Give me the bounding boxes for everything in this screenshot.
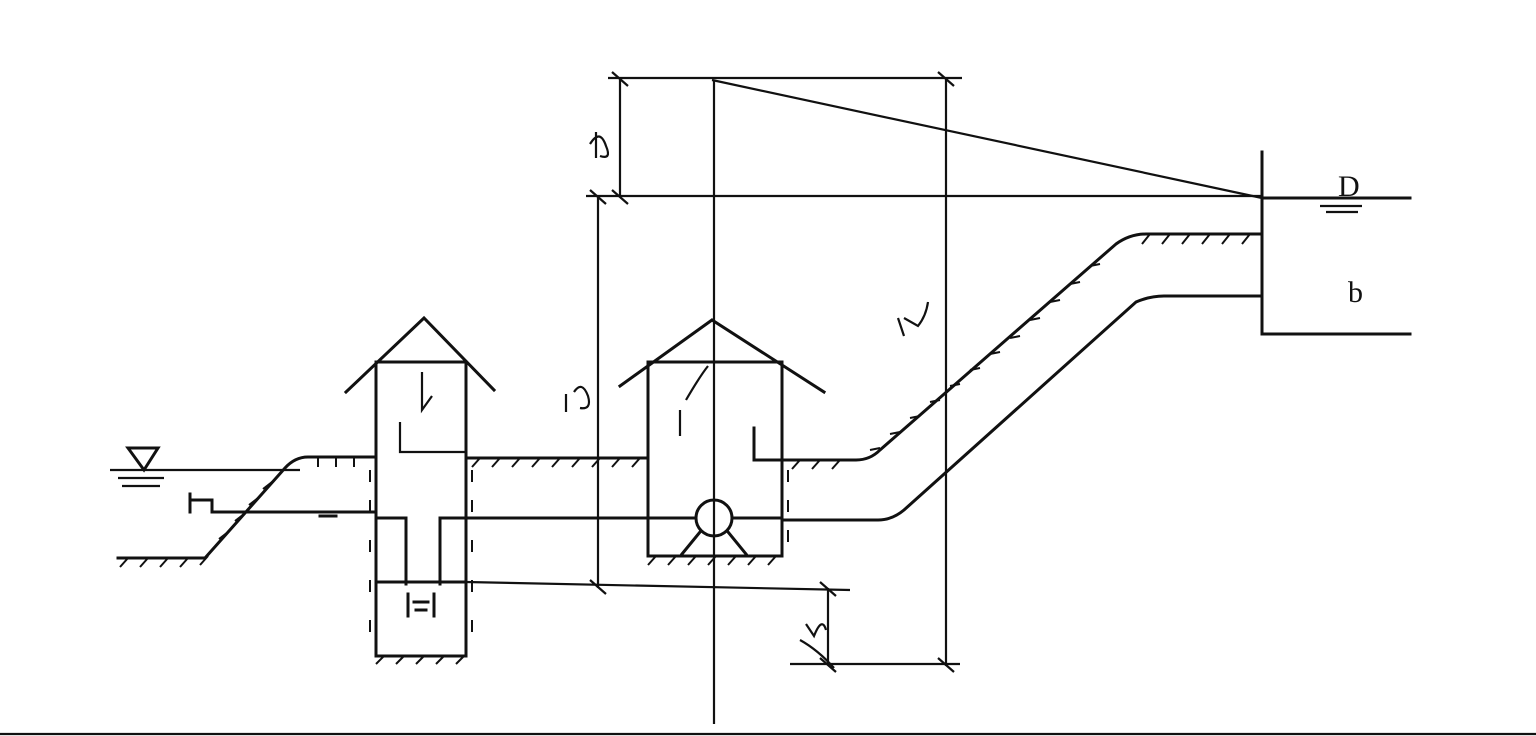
water-level-triangle bbox=[125, 446, 161, 473]
discharge-pipe bbox=[780, 232, 1262, 522]
dimension-lines bbox=[465, 71, 1263, 724]
intake-well bbox=[343, 315, 497, 665]
intake-water-level bbox=[110, 446, 300, 488]
outlet-basin: D b bbox=[1260, 150, 1412, 336]
intake-well-roof bbox=[343, 315, 497, 395]
pump-house bbox=[617, 318, 827, 566]
suction-pipe bbox=[188, 492, 378, 518]
intake-bed bbox=[116, 455, 378, 568]
outlet-marker-label: D bbox=[1338, 170, 1360, 203]
pump-house-roof bbox=[617, 318, 827, 395]
ground-middle bbox=[464, 456, 650, 520]
outlet-level-label: b bbox=[1348, 276, 1363, 309]
